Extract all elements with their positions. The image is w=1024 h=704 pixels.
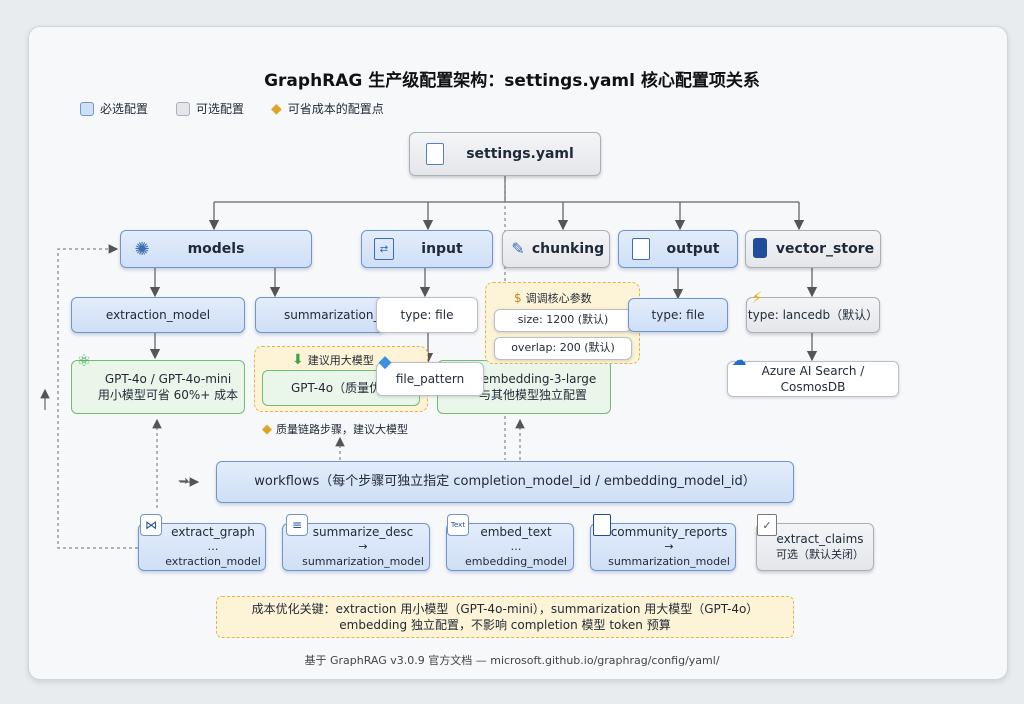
summarization-model-node[interactable]: summarization_m <box>255 297 391 333</box>
input-type-node[interactable]: type: file <box>376 297 478 333</box>
legend-optional-label: 可选配置 <box>196 102 245 116</box>
quality-note: ◆ 质量链路步骤，建议大模型 <box>262 421 408 437</box>
page-title: GraphRAG 生产级配置架构：settings.yaml 核心配置项关系 <box>264 71 760 91</box>
gem-icon: ◆ <box>378 352 392 372</box>
legend-required-label: 必选配置 <box>100 102 149 116</box>
workflows-node[interactable]: workflows（每个步骤可独立指定 completion_model_id … <box>216 461 794 503</box>
diamond-icon: ◆ <box>271 100 282 117</box>
diamond-icon: ◆ <box>262 421 272 437</box>
down-arrow-icon: ⬇ <box>292 352 304 368</box>
output-file-icon <box>632 238 650 260</box>
recommend-note: ⬇ 建议用大模型 <box>292 352 374 368</box>
legend-cost: ◆ 可省成本的配置点 <box>271 100 384 117</box>
text-lines-icon: ≡ <box>286 514 308 536</box>
extraction-detail-box: GPT-4o / GPT-4o-mini 用小模型可省 60%+ 成本 <box>71 360 245 414</box>
legend-required: 必选配置 <box>80 100 148 117</box>
graph-icon: ⋈ <box>140 514 162 536</box>
lightning-icon: ⚡ <box>751 287 763 307</box>
legend-optional-swatch <box>176 101 190 116</box>
chunking-params-label: $ 调调核心参数 <box>514 291 592 305</box>
output-type-node[interactable]: type: file <box>628 298 728 332</box>
extraction-model-node[interactable]: extraction_model <box>71 297 245 333</box>
cloud-search-icon: ☁ <box>731 351 747 369</box>
chunk-overlap-node[interactable]: overlap: 200 (默认) <box>494 337 632 360</box>
input-node[interactable]: input <box>361 230 493 268</box>
text-search-icon: Text <box>447 514 469 536</box>
file-pattern-node[interactable]: file_pattern <box>376 362 484 396</box>
report-icon <box>593 514 611 536</box>
legend-optional: 可选配置 <box>176 100 244 117</box>
checklist-icon: ✓ <box>757 514 777 536</box>
input-file-icon: ⇄ <box>374 238 394 260</box>
output-node[interactable]: output <box>618 230 738 268</box>
cost-optimization-tip: 成本优化关键：extraction 用小模型（GPT-4o-mini），summ… <box>216 596 794 638</box>
atom-icon: ⚛ <box>76 350 92 370</box>
chunk-size-node[interactable]: size: 1200 (默认) <box>494 309 632 332</box>
vector-store-alt-node[interactable]: Azure AI Search / CosmosDB <box>727 361 899 397</box>
legend-required-swatch <box>80 101 94 116</box>
footer-source: 基于 GraphRAG v3.0.9 官方文档 — microsoft.gith… <box>304 654 720 667</box>
brain-icon: ✺ <box>134 238 150 260</box>
vector-store-node[interactable]: vector_store <box>745 230 881 268</box>
models-node[interactable]: models <box>120 230 312 268</box>
chunking-node[interactable]: chunking <box>502 230 610 268</box>
file-icon <box>426 143 444 165</box>
workflow-step-embed-text[interactable]: embed_text … embedding_model <box>446 523 574 571</box>
vector-store-type-node[interactable]: type: lancedb（默认） <box>746 297 880 333</box>
workflows-arrow: → <box>178 474 189 489</box>
legend-cost-label: 可省成本的配置点 <box>287 102 384 116</box>
database-icon <box>753 238 767 258</box>
money-bag-icon: $ <box>514 291 522 305</box>
pencil-icon: ✎ <box>511 238 525 258</box>
workflow-step-community-reports[interactable]: community_reports → summarization_model <box>590 523 736 571</box>
